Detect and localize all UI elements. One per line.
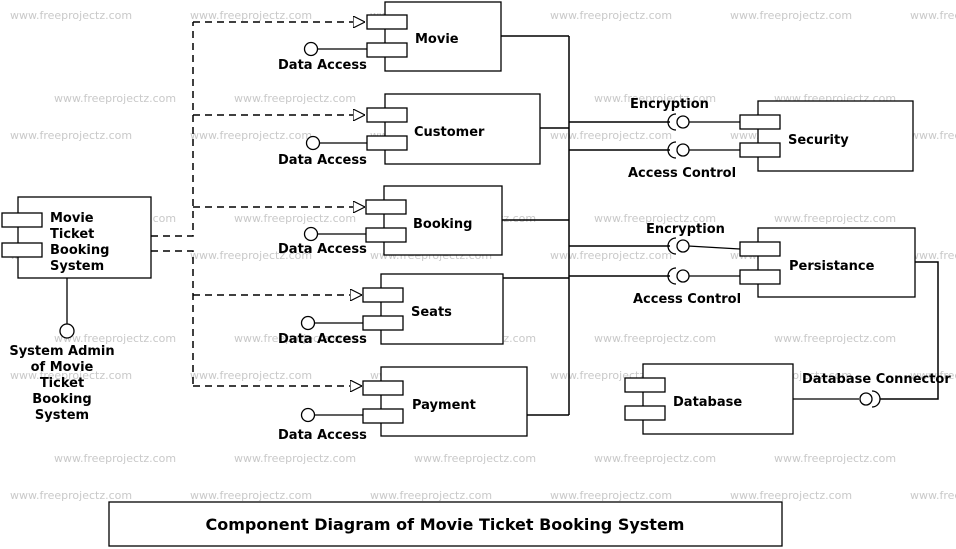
database-name: Database [673,395,742,410]
watermark-text: www.freeprojectz.com [234,332,356,345]
service-security-name: Security [788,133,849,148]
module-customer: Customer Data Access [278,93,541,168]
system-admin-interface: System Admin of Movie Ticket Booking Sys… [9,278,115,423]
main-system-name-line-1: Movie [50,211,94,226]
module-connector-bus [501,35,670,416]
module-payment: Payment Data Access [278,366,528,443]
watermark-text: www.freeprojectz.com [54,92,176,105]
persistance-access-control-label: Access Control [633,292,741,307]
watermark-text: www.freeprojectz.com [910,9,956,22]
watermark-text: www.freeprojectz.com [234,212,356,225]
main-system-name-line-4: System [50,259,104,274]
persistance-encryption-label: Encryption [646,222,725,237]
watermark-text: www.freeprojectz.com [774,452,896,465]
service-persistance: Persistance Encryption Access Control [633,222,916,307]
database-connector: Database Connector [793,261,951,408]
actor-line-2: of Movie [31,360,94,375]
watermark-text: www.freeprojectz.com [370,489,492,502]
database-connector-label: Database Connector [802,372,951,387]
module-booking-port-label: Data Access [278,242,367,257]
watermark-text: www.freeprojectz.com [730,489,852,502]
security-encryption-label: Encryption [630,97,709,112]
watermark-text: www.freeprojectz.com [550,9,672,22]
watermark-text: www.freeprojectz.com [190,489,312,502]
actor-line-5: System [35,408,89,423]
dependency-lines [151,22,365,386]
watermark-text: www.freeprojectz.com [10,369,132,382]
watermark-text: www.freeprojectz.com [730,9,852,22]
module-booking-name: Booking [413,217,472,232]
watermark-text: www.freeprojectz.com [594,92,716,105]
actor-line-3: Ticket [40,376,84,391]
watermark-text: www.freeprojectz.com [190,129,312,142]
watermark-text: www.freeprojectz.com [774,332,896,345]
watermark-text: www.freeprojectz.com [190,369,312,382]
module-payment-name: Payment [412,398,476,413]
watermark-text: www.freeprojectz.com [774,212,896,225]
module-seats-port-label: Data Access [278,332,367,347]
module-booking: Booking Data Access [278,185,503,257]
module-payment-port-label: Data Access [278,428,367,443]
watermark-text: www.freeprojectz.com [190,249,312,262]
service-persistance-name: Persistance [789,259,875,274]
watermark-text: www.freeprojectz.com [550,249,672,262]
service-security: Security Encryption Access Control [628,97,914,181]
module-customer-name: Customer [414,125,485,140]
module-customer-port-label: Data Access [278,153,367,168]
diagram-title-box: Component Diagram of Movie Ticket Bookin… [108,501,783,547]
module-movie-name: Movie [415,32,459,47]
main-system-name-line-3: Booking [50,243,109,258]
watermark-text: www.freeprojectz.com [190,9,312,22]
module-seats-name: Seats [411,305,452,320]
watermark-text: www.freeprojectz.com [234,452,356,465]
watermark-text: www.freeprojectz.com [10,489,132,502]
watermark-text: www.freeprojectz.com [910,369,956,382]
module-seats: Seats Data Access [278,273,504,347]
diagram-title: Component Diagram of Movie Ticket Bookin… [206,515,685,534]
security-access-control-label: Access Control [628,166,736,181]
watermark-text: www.freeprojectz.com [594,332,716,345]
module-movie-port-label: Data Access [278,58,367,73]
watermark-text: www.freeprojectz.com [910,489,956,502]
watermark-text: www.freeprojectz.com [54,332,176,345]
watermark-text: www.freeprojectz.com [10,129,132,142]
main-system-name-line-2: Ticket [50,227,94,242]
actor-line-1: System Admin [9,344,114,359]
watermark-text: www.freeprojectz.com [10,9,132,22]
module-movie: Movie Data Access [278,1,502,73]
database-component: Database [624,363,794,435]
watermark-text: www.freeprojectz.com [910,129,956,142]
watermark-text: www.freeprojectz.com [550,129,672,142]
watermark-text: www.freeprojectz.com [594,452,716,465]
watermark-text: www.freeprojectz.com [594,212,716,225]
watermark-text: www.freeprojectz.com [414,452,536,465]
watermark-text: www.freeprojectz.com [910,249,956,262]
main-system-component: Movie Ticket Booking System [1,196,152,279]
watermark-text: www.freeprojectz.com [234,92,356,105]
watermark-text: www.freeprojectz.com [550,489,672,502]
watermark-text: www.freeprojectz.com [54,452,176,465]
actor-line-4: Booking [32,392,91,407]
